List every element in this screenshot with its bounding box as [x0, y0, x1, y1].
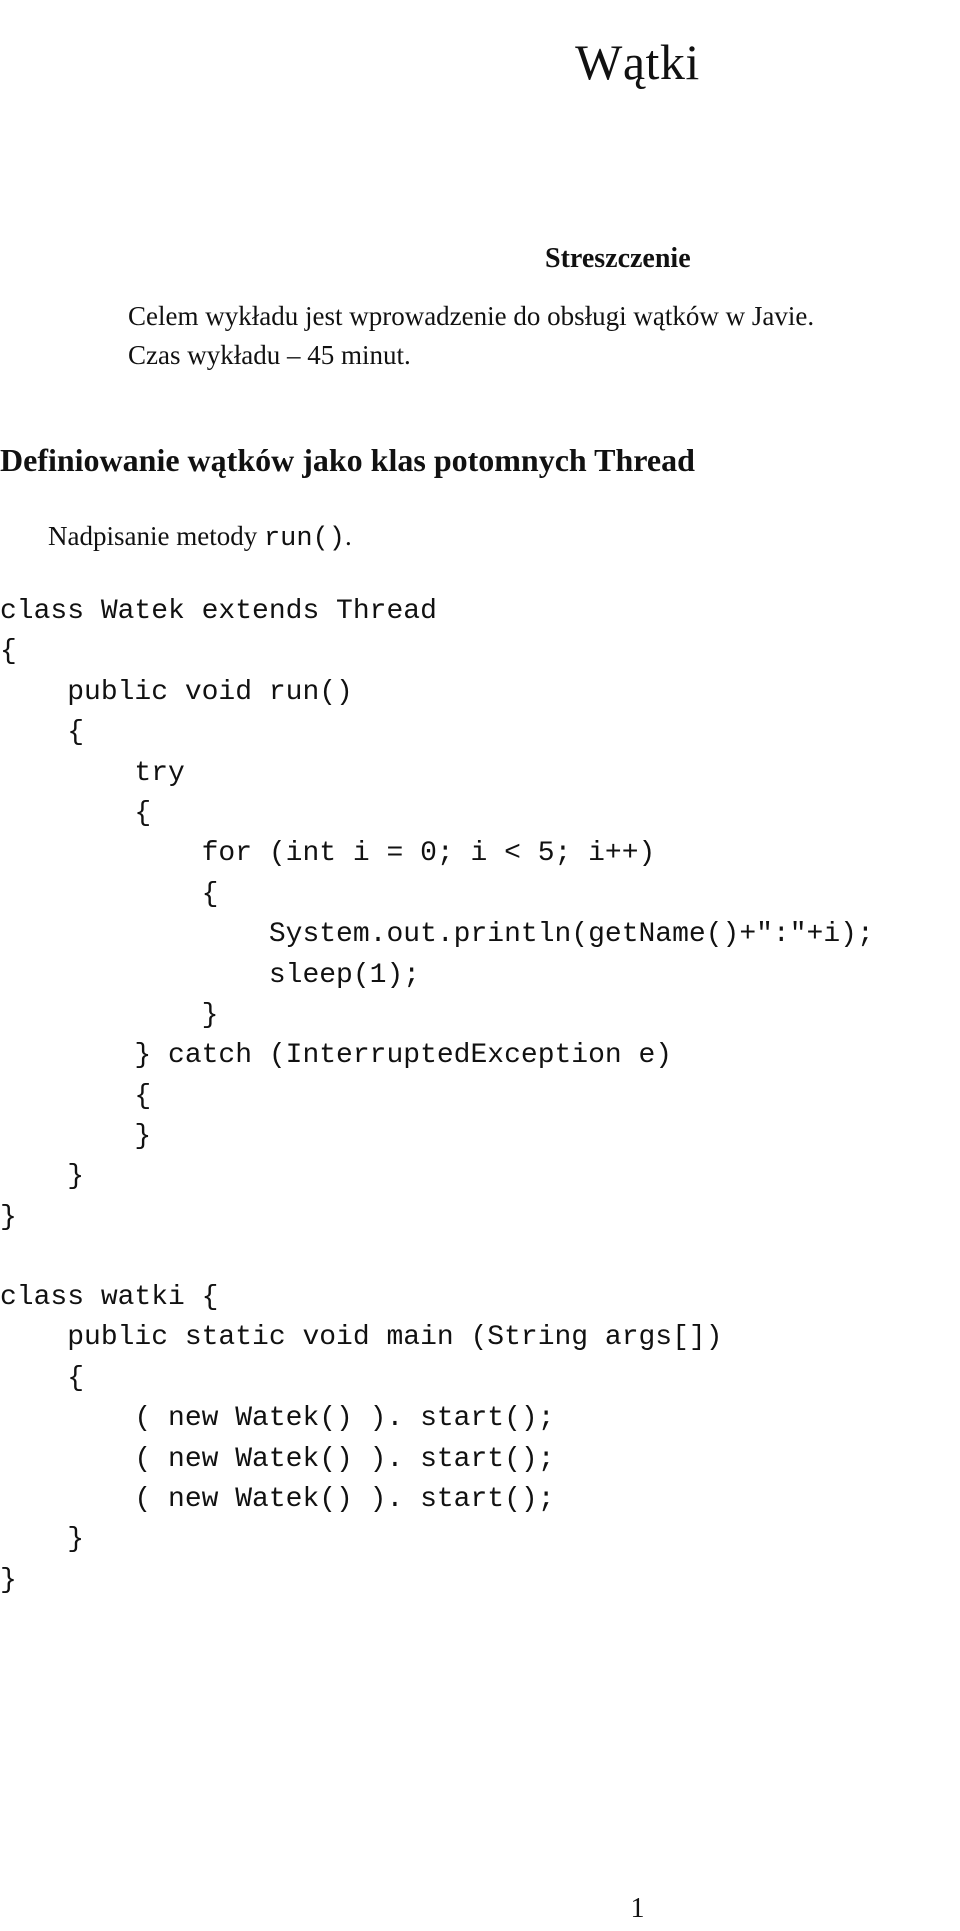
code-line: } — [0, 999, 219, 1031]
abstract-heading: Streszczenie — [545, 243, 691, 274]
code-line: } — [0, 1161, 85, 1193]
page-number: 1 — [630, 1893, 645, 1924]
code-line: sleep(1); — [0, 959, 421, 991]
section-intro: Nadpisanie metody run(). — [48, 518, 352, 557]
code-line: { — [0, 1362, 85, 1394]
inline-code-run: run() — [263, 524, 345, 554]
code-line: ( new Watek() ). start(); — [0, 1483, 555, 1515]
code-line: { — [0, 1080, 152, 1112]
code-line: } — [0, 1564, 17, 1596]
code-line: public void run() — [0, 676, 353, 708]
section-intro-text: Nadpisanie metody — [48, 521, 264, 551]
code-line: ( new Watek() ). start(); — [0, 1403, 555, 1435]
code-line: } — [0, 1524, 85, 1556]
code-line: { — [0, 636, 17, 668]
code-line: for (int i = 0; i < 5; i++) — [0, 838, 656, 870]
code-line: } — [0, 1121, 152, 1153]
code-line: public static void main (String args[]) — [0, 1322, 723, 1354]
code-line: } — [0, 1201, 17, 1233]
section-heading: Definiowanie wątków jako klas potomnych … — [0, 442, 695, 478]
code-block-watki-class: class watki { public static void main (S… — [0, 1278, 723, 1601]
code-line: { — [0, 717, 85, 749]
code-line: try — [0, 757, 185, 789]
code-block-watek-class: class Watek extends Thread { public void … — [0, 592, 874, 1238]
section-intro-period: . — [344, 521, 352, 551]
abstract-line: Celem wykładu jest wprowadzenie do obsłu… — [128, 301, 815, 331]
abstract-body: Celem wykładu jest wprowadzenie do obsłu… — [128, 297, 960, 375]
code-line: class watki { — [0, 1282, 219, 1313]
code-line: } catch (InterruptedException e) — [0, 1040, 673, 1072]
code-line: class Watek extends Thread — [0, 596, 437, 627]
code-line: { — [0, 797, 152, 829]
page-title: Wątki — [575, 33, 700, 90]
code-line: { — [0, 878, 219, 910]
abstract-line: Czas wykładu – 45 minut. — [128, 340, 411, 370]
code-line: System.out.println(getName()+":"+i); — [0, 919, 874, 951]
code-line: ( new Watek() ). start(); — [0, 1443, 555, 1475]
